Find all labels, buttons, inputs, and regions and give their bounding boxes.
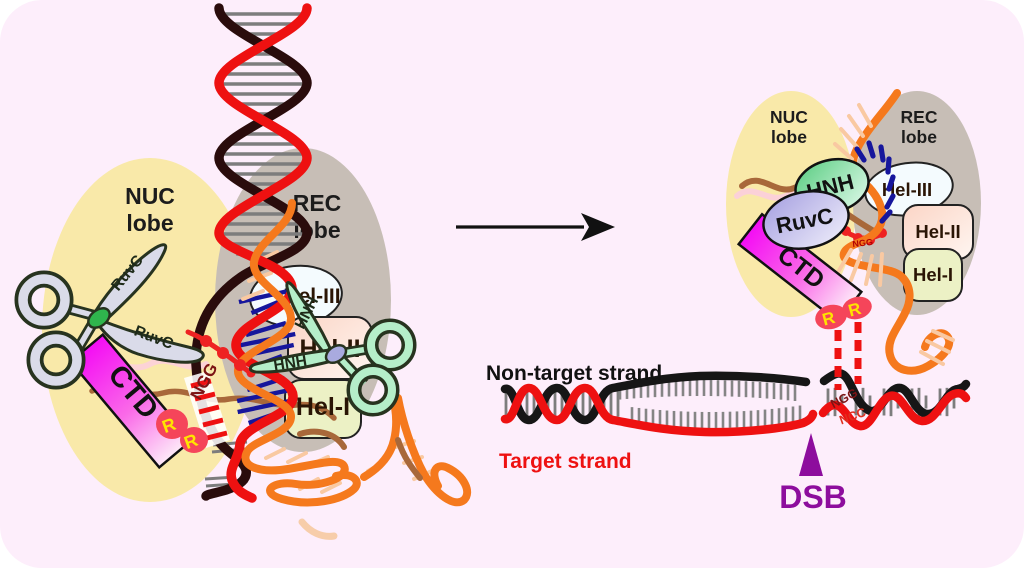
hel1-label: Hel-I bbox=[913, 264, 953, 285]
arginine-badge bbox=[815, 304, 847, 330]
scissors-blade-lower bbox=[248, 348, 334, 374]
hnh-scissors: HNH HNH bbox=[248, 281, 417, 417]
arginine-label: R bbox=[181, 430, 200, 453]
sgrna-peach-tip bbox=[298, 518, 338, 540]
rec-lobe-label: REC bbox=[901, 107, 938, 127]
arginine-label: R bbox=[159, 414, 178, 437]
pam-interaction-dashes bbox=[834, 322, 862, 390]
dsb-label: DSB bbox=[779, 479, 847, 515]
hnh-blade-label: HNH bbox=[272, 353, 308, 375]
non-target-strand-bottom bbox=[500, 371, 811, 425]
arginine-badge bbox=[180, 427, 208, 453]
target-strand-bottom bbox=[500, 383, 818, 437]
non-target-strand-path bbox=[191, 3, 312, 501]
sgrna-strand-loop bbox=[360, 390, 472, 507]
cleaved-dna: Non-target strand Target strand NGG NCC … bbox=[486, 362, 971, 515]
nuc-lobe-label: lobe bbox=[126, 210, 173, 236]
scissors-blade-upper bbox=[285, 281, 332, 356]
hel1-label: Hel-I bbox=[296, 393, 350, 421]
sgrna-strand bbox=[234, 199, 361, 507]
scissors-pivot bbox=[87, 307, 111, 329]
pam-red-dashes bbox=[190, 378, 228, 441]
target-strand-bottom-right bbox=[818, 388, 971, 431]
nuc-lobe-label: NUC bbox=[770, 107, 808, 127]
hel2-label: Hel-II bbox=[915, 221, 960, 242]
right-panel-cleavage-complex: NUC lobe REC lobe Hel-III NGG CTD HNH Ru… bbox=[726, 89, 981, 390]
scissors-blade-upper bbox=[93, 243, 168, 322]
sgrna-rung-fans bbox=[833, 103, 955, 366]
left-panel-open-complex: NUC lobe REC lobe Hel-III bbox=[14, 3, 472, 540]
sgrna-brown-accent bbox=[297, 428, 423, 481]
scissors-pivot bbox=[324, 343, 348, 365]
rec-lobe-label: lobe bbox=[901, 127, 937, 147]
scissors-blade-lower bbox=[96, 318, 205, 364]
arginine-badge bbox=[156, 409, 188, 439]
dsb-pointer-triangle bbox=[799, 433, 823, 476]
pam-mini-label: NGG bbox=[852, 237, 873, 249]
target-strand-label: Target strand bbox=[499, 450, 632, 473]
nuc-lobe-label: NUC bbox=[125, 183, 175, 209]
non-target-strand-bottom-right bbox=[819, 369, 971, 419]
arrowhead bbox=[581, 213, 615, 241]
ruvc-domain bbox=[762, 190, 850, 250]
transition-arrow bbox=[456, 213, 615, 241]
nuc-lobe-label: lobe bbox=[771, 127, 807, 147]
rec-lobe-label: REC bbox=[293, 190, 342, 216]
arginine-label: R bbox=[846, 299, 863, 321]
arginine-badge bbox=[842, 296, 872, 320]
non-target-strand-label: Non-target strand bbox=[486, 362, 662, 385]
arginine-label: R bbox=[820, 308, 837, 330]
